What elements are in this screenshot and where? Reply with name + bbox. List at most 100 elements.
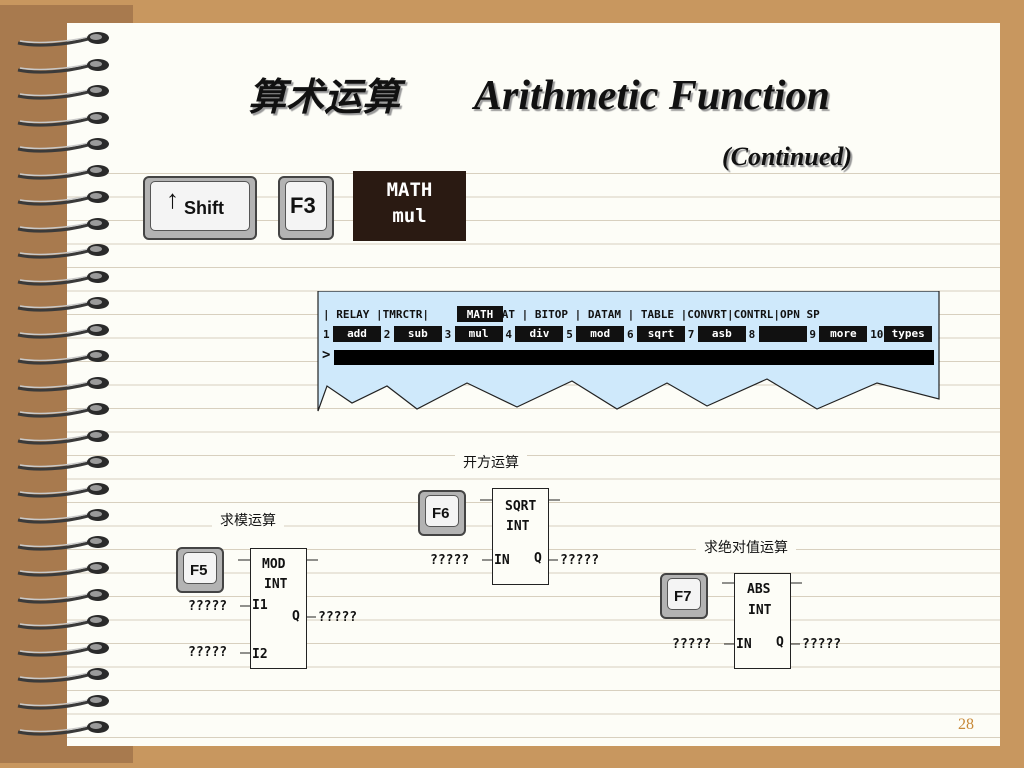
sqrt-in-value: ????? <box>430 553 470 568</box>
abs-block-type: INT <box>748 603 772 618</box>
spiral-coil <box>17 376 109 392</box>
f6-key-cap <box>425 495 459 527</box>
function-key-number: 7 <box>687 328 695 341</box>
function-key-number: 4 <box>505 328 513 341</box>
spiral-coil <box>17 164 109 180</box>
shift-key-cap <box>150 181 250 231</box>
title-chinese: 算术运算 <box>248 74 401 119</box>
math-box-line1: MATH <box>386 179 433 201</box>
spiral-coil <box>17 270 109 286</box>
spiral-coil <box>17 403 109 418</box>
spiral-coil <box>17 85 109 100</box>
sqrt-block-type: INT <box>506 519 530 534</box>
title-english: Arithmetic Function <box>474 73 830 119</box>
spiral-coil <box>17 191 109 206</box>
function-key-blank <box>758 326 807 342</box>
f7-key-label: F7 <box>674 588 692 605</box>
function-key-number: 6 <box>627 328 634 341</box>
spiral-coil <box>17 350 109 365</box>
spiral-coil <box>17 535 109 551</box>
spiral-coil <box>17 111 109 127</box>
spiral-coil <box>17 641 109 657</box>
spiral-coil <box>17 482 109 498</box>
f6-key-label: F6 <box>432 505 450 522</box>
menu-selected-highlight <box>457 306 503 322</box>
f5-key-cap <box>183 552 217 584</box>
function-key-number: 3 <box>444 328 452 341</box>
math-box-line2: mul <box>392 205 427 227</box>
abs-function-block <box>734 573 791 669</box>
abs-block-name: ABS <box>747 582 771 597</box>
spiral-coil <box>17 217 109 233</box>
function-key-number: 5 <box>566 328 573 341</box>
f5-key-label: F5 <box>190 562 208 579</box>
function-key-number: 8 <box>748 328 756 341</box>
shift-key <box>143 176 257 240</box>
mod-q-label: Q <box>292 609 300 624</box>
math-mul-softkey: MATH mul <box>353 171 466 241</box>
menu-selected-math: MATH <box>466 308 494 321</box>
sqrt-in-label: IN <box>494 553 510 568</box>
abs-q-label: Q <box>776 635 784 650</box>
function-key-more: more <box>819 326 868 342</box>
spiral-coil <box>17 694 109 710</box>
spiral-coil <box>17 297 109 312</box>
function-key-sqrt: sqrt <box>637 326 685 342</box>
abs-caption: 求绝对值运算 <box>696 537 796 557</box>
function-key-add: add <box>333 326 381 342</box>
mod-i1-value: ????? <box>188 599 228 614</box>
sqrt-q-label: Q <box>534 551 542 566</box>
page-number: 28 <box>958 716 974 733</box>
spiral-coil <box>17 588 109 604</box>
mod-block-name: MOD <box>262 557 286 572</box>
sqrt-function-block <box>492 488 549 585</box>
mod-i2-value: ????? <box>188 645 228 660</box>
mod-i2-label: I2 <box>252 647 268 662</box>
mod-i1-label: I1 <box>252 598 268 613</box>
spiral-coil <box>17 429 109 445</box>
function-key-mul: mul <box>454 326 503 342</box>
abs-in-value: ????? <box>672 637 712 652</box>
function-key-types: types <box>884 326 933 342</box>
spiral-coil <box>17 562 109 577</box>
sqrt-caption: 开方运算 <box>455 452 527 472</box>
f7-key-cap <box>667 578 701 610</box>
spiral-coil <box>17 509 109 524</box>
abs-in-label: IN <box>736 637 752 652</box>
function-key-div: div <box>515 326 564 342</box>
mod-caption: 求模运算 <box>212 510 284 530</box>
screen-prompt: > <box>322 347 331 363</box>
shift-arrow-icon: ↑ <box>166 184 179 214</box>
function-key-number: 9 <box>809 328 817 341</box>
spiral-coil <box>17 32 109 47</box>
sqrt-q-value: ????? <box>560 553 600 568</box>
mod-q-value: ????? <box>318 610 358 625</box>
f3-key <box>278 176 334 240</box>
f6-key <box>418 490 466 536</box>
screen-command-line <box>334 350 934 365</box>
f3-key-cap <box>285 181 327 231</box>
screen-menu-row: | RELAY |TMRCTR| | RELAT | BITOP | DATAM… <box>323 308 820 321</box>
shift-key-label: Shift <box>184 198 224 218</box>
spiral-coil <box>17 323 109 339</box>
abs-q-value: ????? <box>802 637 842 652</box>
function-key-asb: asb <box>697 326 746 342</box>
spiral-coil <box>17 721 109 736</box>
spiral-coil <box>17 58 109 74</box>
function-key-number: 1 <box>323 328 330 341</box>
mod-block-type: INT <box>264 577 288 592</box>
function-key-mod: mod <box>576 326 625 342</box>
f3-key-label: F3 <box>290 193 316 218</box>
spiral-coil <box>17 615 109 630</box>
function-key-number: 10 <box>870 328 884 341</box>
spiral-coil <box>17 456 109 471</box>
function-key-sub: sub <box>393 326 442 342</box>
function-key-number: 2 <box>383 328 391 341</box>
paper-header-area <box>67 23 1000 171</box>
sqrt-block-name: SQRT <box>505 499 537 514</box>
f7-key <box>660 573 708 619</box>
subtitle: (Continued) <box>722 142 853 171</box>
spiral-coil <box>17 668 109 683</box>
